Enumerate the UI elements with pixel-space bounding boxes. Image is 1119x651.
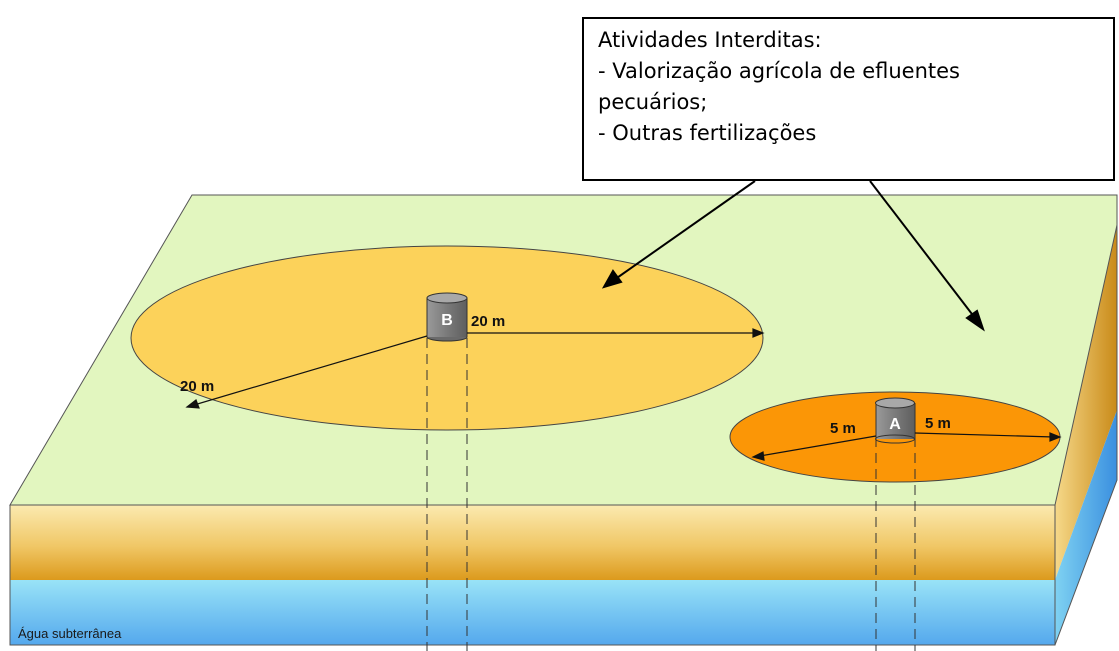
block-outline [9, 505, 1056, 646]
well-b-label: B [441, 312, 453, 329]
callout-item: pecuários; [598, 90, 708, 114]
soil-layer [10, 505, 1055, 580]
block-side-soil [1055, 225, 1117, 580]
radius-label-a-right: 5 m [925, 415, 951, 432]
groundwater-label: Água subterrânea [18, 626, 122, 641]
block-side-water [1055, 410, 1117, 645]
well-b-shaft [426, 338, 468, 651]
well-b: B [426, 292, 468, 342]
block-side-outline [1054, 225, 1118, 646]
prohibited-activities-callout: Atividades Interditas: - Valorização agr… [582, 17, 1115, 181]
well-a-label: A [889, 416, 901, 433]
groundwater-layer [10, 580, 1055, 645]
well-a: A [875, 397, 916, 444]
radius-label-a-left: 5 m [830, 420, 856, 437]
radius-label-b-right: 20 m [471, 313, 505, 330]
callout-title: Atividades Interditas: [598, 28, 822, 52]
callout-item: - Outras fertilizações [598, 121, 817, 145]
radius-arrows-a [751, 432, 1062, 461]
well-a-shaft [875, 437, 916, 651]
callout-pointer-arrows [601, 180, 985, 332]
radius-label-b-left: 20 m [180, 378, 214, 395]
callout-item: - Valorização agrícola de efluentes [598, 59, 960, 83]
radius-arrows-b [185, 328, 765, 409]
